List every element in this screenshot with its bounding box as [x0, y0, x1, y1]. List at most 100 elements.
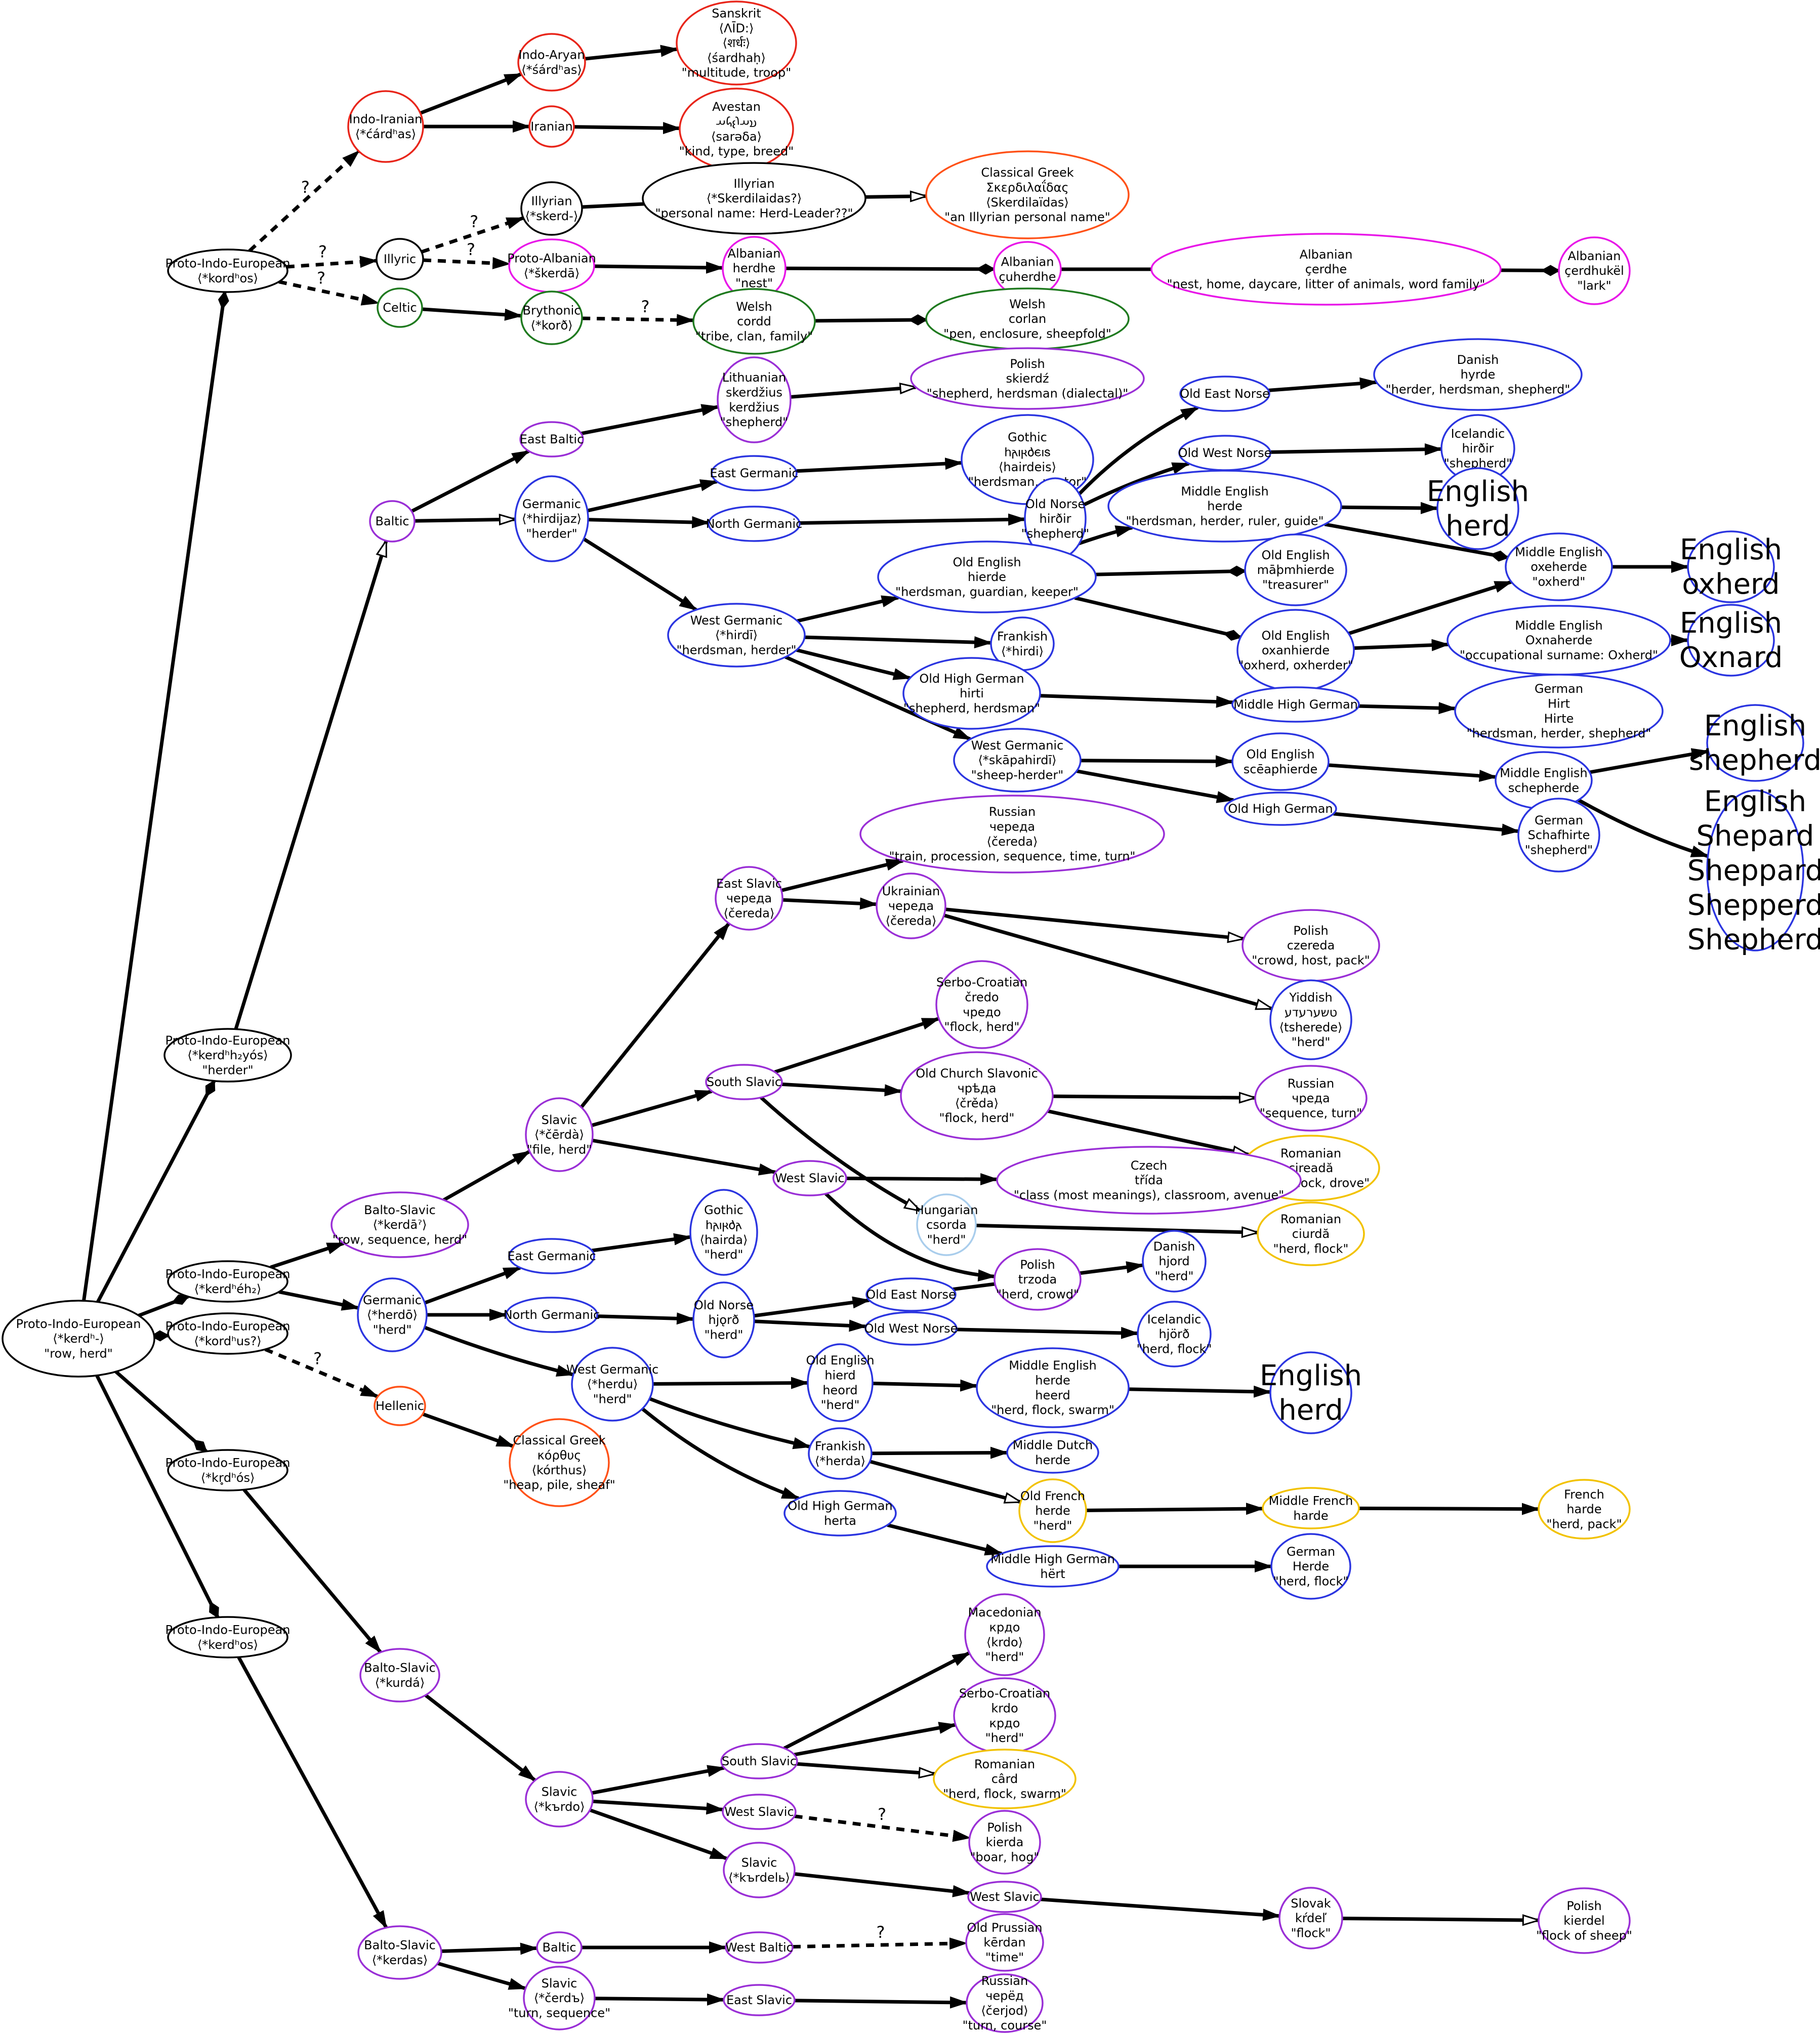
node-shape-east_germanic_1	[711, 455, 798, 491]
node-label-illyrian_clade: Illyrian⟨*skerd-⟩	[525, 194, 578, 223]
node-label-hellenic: Hellenic	[376, 1399, 424, 1413]
edge-brythonic-welsh_cordd	[582, 314, 695, 326]
node-label-east_baltic: East Baltic	[520, 432, 584, 446]
node-shape-english_oxherd	[1687, 530, 1775, 603]
node-shape-ohg_2	[1224, 792, 1337, 826]
node-label-illyrian_name: Illyrian⟨*Skerdilaidas?⟩"personal name: …	[655, 177, 853, 221]
node-west_slavic_1: West Slavic	[772, 1160, 847, 1196]
edge-slavic_cerda-east_slavic_1	[580, 922, 731, 1108]
node-shape-hellenic	[374, 1386, 426, 1426]
edge-east_slavic_1-russian_chereda	[781, 858, 904, 892]
node-balto_slavic_kurda: Balto-Slavic⟨*kurdá⟩	[359, 1648, 440, 1703]
node-shape-old_norse_hjord	[692, 1281, 755, 1358]
node-shape-oe_mathmhierde	[1244, 533, 1347, 606]
node-shape-old_west_norse_2	[864, 1311, 958, 1346]
node-shape-greek_korthus	[509, 1418, 610, 1507]
edge-oe_oxanhierde-me_oxeherde	[1348, 580, 1513, 636]
node-label-pie_kordhos_top: Proto-Indo-European⟨*kordʰos⟩	[166, 257, 291, 285]
node-label-old_west_norse_2: Old West Norse	[864, 1321, 958, 1336]
node-shape-iranian	[528, 105, 575, 148]
node-shape-greek_skerdilaidas	[925, 150, 1130, 239]
node-shape-english_herd2	[1269, 1351, 1352, 1434]
edge-ocs_creda-romanian_cireada	[1047, 1109, 1249, 1154]
node-shape-danish_hyrde	[1373, 338, 1583, 411]
node-label-ohg_2: Old High German	[1228, 802, 1333, 816]
edge-south_slavic_1-sc_credo	[774, 1017, 940, 1074]
node-shape-south_slavic_1	[705, 1064, 783, 1100]
node-label-iranian: Iranian	[530, 119, 572, 134]
node-shape-old_east_norse_2	[865, 1277, 957, 1312]
node-shape-yiddish	[1269, 979, 1352, 1060]
node-shape-icelandic_hjord	[1137, 1301, 1212, 1367]
node-shape-middle_french_harde	[1262, 1487, 1360, 1529]
node-shape-west_slavic_2	[722, 1794, 797, 1830]
node-label-old_east_norse_2: Old East Norse	[866, 1288, 956, 1302]
edge-germanic_herdo-west_germanic_herdu	[424, 1325, 575, 1377]
node-shape-french_harde	[1538, 1479, 1631, 1540]
edge-north_germanic_2-old_norse_hjord	[597, 1312, 695, 1325]
node-label-west_baltic: West Baltic	[725, 1940, 793, 1955]
edge-slavic_kurdel-west_slavic_3	[794, 1872, 971, 1897]
edge-west_germanic_hirdi-wg_skapahirdi	[784, 655, 972, 741]
node-shape-oe_sceaphierde	[1231, 732, 1330, 791]
edge-old_norse_hjord-old_west_norse_2	[754, 1319, 867, 1332]
edge-me_herde2-english_herd2	[1128, 1385, 1272, 1398]
node-shape-ohg_herta	[783, 1490, 897, 1537]
edge-indo_aryan-sanskrit	[585, 45, 679, 61]
node-shape-english_oxnard	[1687, 604, 1775, 677]
node-shape-romanian_ciurda	[1257, 1201, 1365, 1266]
node-baltic_2: Baltic	[536, 1931, 583, 1964]
node-shape-russian_chereda	[859, 795, 1165, 874]
node-shape-russian_chreda	[1254, 1065, 1368, 1132]
edge-pie_root-pie_kerdhos_b	[95, 1375, 220, 1619]
edge-old_norse_hjord-old_east_norse_2	[754, 1296, 871, 1318]
edge-proto_albanian-albanian_herdhe	[594, 261, 724, 274]
node-germanic_hirdijaz: Germanic⟨*hirdijaz⟩"herder"	[514, 475, 589, 562]
node-shape-pie_kordhus	[167, 1312, 288, 1355]
node-shape-baltic_2	[536, 1931, 583, 1964]
edge-old_norse_hirdir-old_west_norse_1	[1083, 462, 1190, 507]
node-label-old_west_norse_1: Old West Norse	[1178, 446, 1272, 460]
node-shape-frankish_herda	[808, 1427, 873, 1480]
edge-slavic_kurdo-slavic_kurdel	[589, 1808, 729, 1860]
edge-oe_oxanhierde-me_oxnaherde	[1353, 639, 1450, 651]
